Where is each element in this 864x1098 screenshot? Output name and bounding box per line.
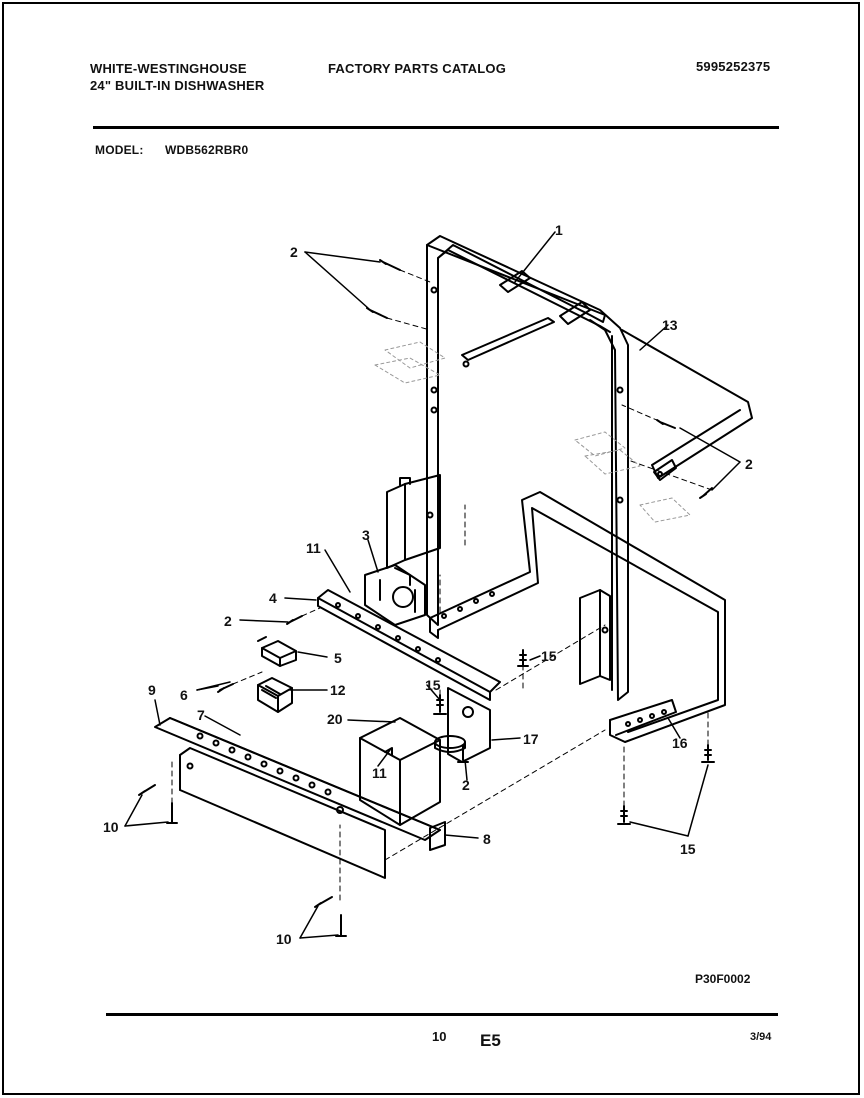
callout-3: 3 (362, 527, 370, 543)
callout-12: 12 (330, 682, 346, 698)
assembly-lines (171, 269, 713, 901)
callout-15: 15 (541, 648, 557, 664)
model-value: WDB562RBR0 (165, 143, 249, 157)
callout-8: 8 (483, 831, 491, 847)
header-rule (93, 126, 779, 129)
callout-11: 11 (372, 765, 387, 781)
callout-2: 2 (462, 777, 470, 793)
shadow-outlines (374, 341, 691, 523)
toe-bracket-part-9 (154, 717, 446, 879)
callout-20: 20 (327, 711, 343, 727)
callout-15: 15 (425, 677, 441, 693)
callout-9: 9 (148, 682, 156, 698)
callout-13: 13 (662, 317, 678, 333)
side-bracket-right (579, 589, 611, 685)
callout-5: 5 (334, 650, 342, 666)
frame-part-1 (426, 235, 629, 701)
brand-name: WHITE-WESTINGHOUSE (90, 61, 247, 76)
callout-15: 15 (680, 841, 696, 857)
callout-1: 1 (555, 222, 563, 238)
leader-lines (124, 231, 741, 939)
revision-date: 3/94 (750, 1031, 772, 1043)
rail-part-13 (621, 329, 753, 481)
catalog-title: FACTORY PARTS CATALOG (328, 61, 507, 76)
hinge-bracket-left (386, 474, 441, 586)
terminal-part-12 (257, 677, 293, 713)
callout-4: 4 (269, 590, 277, 606)
footer-rule (106, 1013, 778, 1016)
figure-code: P30F0002 (695, 972, 751, 986)
model-label: MODEL: (95, 143, 144, 157)
product-name: 24" BUILT-IN DISHWASHER (90, 78, 265, 93)
frame-part-16 (429, 491, 726, 743)
control-box-part-20 (359, 717, 441, 826)
callout-10: 10 (276, 931, 292, 947)
leg-part-15 (433, 649, 715, 825)
callout-labels: 1 2 13 2 3 11 4 2 5 15 9 6 12 15 7 20 17… (103, 222, 753, 947)
callout-10: 10 (103, 819, 119, 835)
section-code: E5 (480, 1031, 501, 1050)
callout-6: 6 (180, 687, 188, 703)
bracket-part-17 (434, 687, 491, 763)
callout-2: 2 (290, 244, 298, 260)
catalog-number: 5995252375 (696, 59, 771, 74)
motor-part-3 (364, 564, 426, 626)
callout-17: 17 (523, 731, 539, 747)
switch-part-5 (257, 636, 297, 667)
page-number: 10 (432, 1029, 447, 1044)
callout-11: 11 (306, 540, 321, 556)
callout-16: 16 (672, 735, 688, 751)
screws (138, 259, 713, 937)
callout-2: 2 (745, 456, 753, 472)
callout-7: 7 (197, 707, 205, 723)
callout-2: 2 (224, 613, 232, 629)
bracket-part-4 (317, 589, 501, 701)
